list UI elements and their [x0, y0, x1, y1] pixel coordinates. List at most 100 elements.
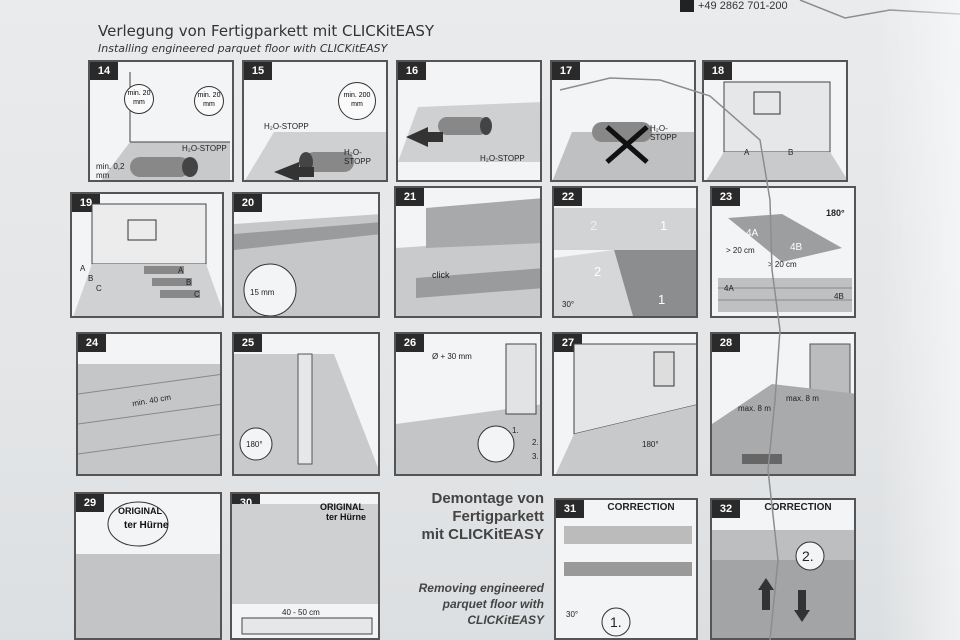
label: H₂O-STOPP [264, 122, 309, 131]
spacer-wedges-illustration [234, 214, 378, 316]
step-30-panel: 30 ORIGINAL ter Hürne 40 - 50 cm [230, 492, 380, 640]
angled-insert-illustration [554, 208, 696, 316]
label: C [96, 284, 102, 293]
phone-number: +49 2862 701-200 [698, 0, 788, 12]
step-18-panel: 18 A B [702, 60, 848, 182]
step-number: 17 [552, 62, 580, 80]
label: A [744, 148, 750, 157]
label: max. 8 m [738, 404, 771, 413]
expansion-joint-illustration [712, 343, 854, 474]
step-27-panel: 27 180° [552, 332, 698, 476]
label: 4A [746, 228, 759, 239]
label: > 20 cm [726, 246, 755, 255]
label: Ø + 30 mm [432, 352, 472, 361]
label: ter Hürne [124, 520, 169, 531]
wrong-direction-illustration [552, 122, 694, 180]
label: 2. [532, 438, 539, 447]
profile-spacing-illustration [232, 504, 378, 635]
label: 3. [532, 452, 539, 461]
step-number: 21 [396, 188, 424, 206]
label: 180° [246, 440, 263, 449]
label: 4A [724, 284, 734, 293]
step-number: 16 [398, 62, 426, 80]
board-lift-illustration [712, 530, 854, 638]
label: 30° [566, 610, 579, 619]
label: 15 mm [250, 288, 275, 297]
last-row-marking-illustration [234, 353, 378, 474]
page-edge-glare [880, 0, 960, 640]
roll-underlay-illustration [398, 102, 540, 162]
label: ORIGINAL [118, 506, 162, 516]
correction-label: CORRECTION [764, 502, 832, 513]
removal-title-line: Fertigparkett [452, 508, 544, 525]
step-14-panel: 14 min. 20 mm min. 20 mm H₂O-STOPP min. … [88, 60, 234, 182]
removal-title-english: Removing engineered parquet floor with C… [398, 580, 544, 628]
step-number: 20 [234, 194, 262, 212]
removal-title-german: Demontage von Fertigparkett mit CLICKitE… [398, 490, 544, 544]
step-number: 25 [234, 334, 262, 352]
roll-underlay-illustration [245, 132, 386, 180]
label: 180° [826, 208, 845, 218]
step-19-panel: 19 A B C A B C [70, 192, 224, 318]
label: H₂O-STOPP [650, 124, 677, 142]
title-english: Installing engineered parquet floor with… [98, 42, 388, 55]
label: C [194, 290, 200, 299]
removal-title-line: Demontage von [431, 490, 544, 507]
removal-title-line: parquet floor with [442, 597, 544, 611]
label: min. 0,2 mm [96, 162, 125, 180]
label: 1. [512, 426, 519, 435]
profile-illustration [76, 501, 220, 638]
step-15-panel: 15 min. 200 mm H₂O-STOPP H₂O-STOPP [242, 60, 388, 182]
step-number: 29 [76, 494, 104, 512]
click-joint-illustration [396, 198, 540, 316]
label: 1 [660, 218, 668, 233]
title-german: Verlegung von Fertigparkett mit CLICKitE… [98, 22, 435, 40]
label: click [432, 270, 450, 280]
label: H₂O-STOPP [182, 144, 227, 153]
removal-title-line: Removing engineered [418, 581, 544, 595]
label: > 20 cm [768, 260, 797, 269]
label: A [178, 266, 184, 275]
label: 40 - 50 cm [282, 608, 320, 617]
label: 4B [834, 292, 844, 301]
door-frame-illustration [555, 343, 696, 474]
step-26-panel: 26 Ø + 30 mm 1. 2. 3. [394, 332, 542, 476]
step-29-panel: 29 ORIGINAL ter Hürne [74, 492, 222, 640]
step-number: 14 [90, 62, 118, 80]
label: ORIGINAL [320, 502, 364, 512]
label: 2 [590, 218, 598, 233]
label: 2. [802, 548, 814, 564]
label: 1. [610, 614, 622, 630]
label: min. 20 mm [197, 92, 221, 108]
offset-joints-illustration [78, 364, 220, 474]
label: A [80, 264, 86, 273]
step-16-panel: 16 H₂O-STOPP [396, 60, 542, 182]
label: 4B [790, 242, 803, 253]
label: B [788, 148, 794, 157]
step-20-panel: 20 15 mm [232, 192, 380, 318]
removal-title-line: mit CLICKitEASY [421, 526, 544, 543]
label: 180° [642, 440, 659, 449]
label: ter Hürne [326, 512, 367, 522]
phone-icon [680, 0, 694, 12]
step-22-panel: 22 2 1 2 1 30° [552, 186, 698, 318]
label: 1 [658, 292, 666, 307]
label: 30° [562, 300, 575, 309]
label: B [186, 278, 192, 287]
step-28-panel: 28 max. 8 m max. 8 m [710, 332, 856, 476]
step-21-panel: 21 click [394, 186, 542, 318]
step-24-panel: 24 min. 40 cm [76, 332, 222, 476]
step-25-panel: 25 180° [232, 332, 380, 476]
room-corner-illustration [706, 81, 846, 180]
step-number: 15 [244, 62, 272, 80]
label: H₂O-STOPP [344, 148, 371, 166]
board-sorting-illustration [73, 203, 222, 316]
label: 2 [594, 264, 602, 279]
step-17-panel: 17 H₂O-STOPP [550, 60, 696, 182]
step-number: 18 [704, 62, 732, 80]
pipe-hole-illustration [396, 343, 540, 474]
label: H₂O-STOPP [480, 154, 525, 163]
step-32-panel: 32 CORRECTION 2. [710, 498, 856, 640]
roll-underlay-illustration [101, 72, 230, 180]
